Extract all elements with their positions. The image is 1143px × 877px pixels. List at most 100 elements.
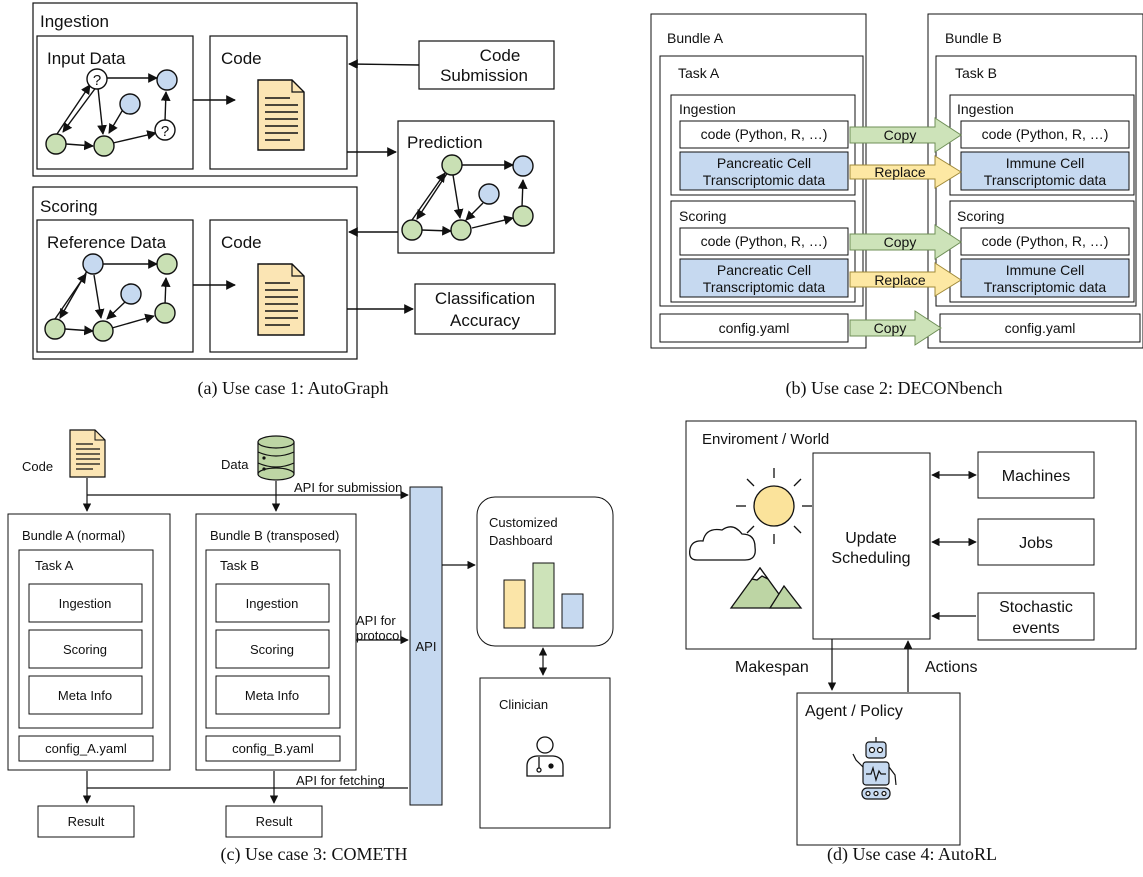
task-b-box-c: [205, 549, 341, 729]
code-label-2: Code: [221, 233, 262, 252]
immune-line1: Immune Cell: [1006, 262, 1085, 278]
copy-label: Copy: [884, 127, 917, 143]
ingestion-label: Ingestion: [59, 596, 112, 611]
task-a-box-c: [18, 549, 154, 729]
pancreatic-line2: Transcriptomic data: [703, 172, 826, 188]
meta-info-box-b-c: [215, 675, 330, 715]
scoring-label: Scoring: [63, 642, 107, 657]
task-b-label-c: Task B: [220, 558, 259, 573]
ingestion-a-label: Ingestion: [679, 101, 736, 117]
meta-info-label: Meta Info: [245, 688, 299, 703]
task-a-box: [659, 55, 864, 307]
task-a-label-c: Task A: [35, 558, 74, 573]
input-data-box: [36, 35, 194, 170]
prediction-box: [397, 120, 555, 254]
ingestion-b-label: Ingestion: [957, 101, 1014, 117]
jobs-label: Jobs: [1019, 535, 1053, 552]
api-label: API: [416, 639, 437, 654]
input-data-label: Input Data: [47, 49, 126, 68]
pancreatic-data-box-2: [679, 258, 849, 298]
ingestion-box-a-c: [28, 583, 143, 623]
panel-c: Code Data API for submission Bundle A (n…: [7, 429, 614, 865]
dashboard-bar-blue: [561, 593, 584, 629]
scoring-a-label: Scoring: [679, 208, 726, 224]
panel-a: Ingestion Input Data ? ? Code: [32, 2, 556, 399]
pancreatic-line1: Pancreatic Cell: [717, 262, 811, 278]
api-fetching-label: API for fetching: [296, 773, 385, 788]
copy-arrow-2: Copy: [849, 224, 962, 260]
code-doc-icon: [69, 429, 106, 478]
code-box-2: [209, 219, 348, 353]
prediction-graph: [401, 154, 534, 241]
code-label: code (Python, R, …): [701, 126, 828, 142]
result-label: Result: [256, 814, 293, 829]
bundle-b-label-c: Bundle B (transposed): [210, 528, 339, 543]
code-label: code (Python, R, …): [701, 233, 828, 249]
bundle-a-label-c: Bundle A (normal): [22, 528, 125, 543]
unknown-node: [86, 68, 108, 90]
result-box-b: [225, 805, 323, 838]
stochastic-line1: Stochastic: [999, 599, 1073, 616]
panel-b: Bundle A Task A Ingestion code (Python, …: [650, 13, 1143, 399]
scoring-title: Scoring: [40, 197, 98, 216]
pancreatic-line1: Pancreatic Cell: [717, 155, 811, 171]
code-label: code (Python, R, …): [982, 233, 1109, 249]
blue-node: [119, 93, 141, 115]
data-label-c: Data: [221, 457, 249, 472]
api-protocol-line2: protocol: [356, 628, 402, 643]
scoring-b-label: Scoring: [957, 208, 1004, 224]
code-submission-line2: Submission: [440, 66, 528, 85]
bundle-b-box-c: [195, 513, 357, 771]
task-a-label: Task A: [678, 65, 720, 81]
code-label: Code: [221, 49, 262, 68]
stochastic-line2: events: [1012, 620, 1059, 637]
update-line1: Update: [845, 530, 897, 547]
code-box-a1: [679, 120, 849, 149]
ingestion-box-b-c: [215, 583, 330, 623]
scoring-label: Scoring: [250, 642, 294, 657]
replace-label: Replace: [874, 164, 926, 180]
doctor-icon: [526, 736, 564, 777]
document-icon: [257, 263, 305, 336]
prediction-label: Prediction: [407, 133, 483, 152]
ingestion-b-box: [949, 94, 1135, 196]
code-submission-line1: Code: [480, 46, 521, 65]
classification-accuracy-box: [414, 283, 556, 335]
reference-data-box: [36, 219, 194, 353]
caption-a: (a) Use case 1: AutoGraph: [198, 378, 389, 399]
environment-label: Enviroment / World: [702, 431, 829, 448]
sun-icon: [736, 468, 812, 544]
result-box-a: [37, 805, 135, 838]
immune-data-box-1: [960, 151, 1130, 191]
api-bar: [409, 486, 443, 806]
ingestion-box: [32, 2, 358, 177]
machines-label: Machines: [1002, 468, 1070, 485]
bundle-a-label: Bundle A: [667, 30, 724, 46]
reference-data-graph: [44, 253, 178, 342]
replace-arrow-2: Replace: [849, 262, 962, 297]
green-node: [45, 133, 67, 155]
code-box-a2: [679, 227, 849, 256]
code-box-b1: [960, 120, 1130, 149]
replace-label: Replace: [874, 272, 926, 288]
copy-arrow-1: Copy: [849, 117, 962, 153]
copy-label: Copy: [874, 320, 907, 336]
code-label: code (Python, R, …): [982, 126, 1109, 142]
result-label: Result: [68, 814, 105, 829]
ingestion-a-box: [670, 94, 856, 196]
config-b-box-c: [205, 735, 341, 762]
replace-arrow-1: Replace: [849, 155, 962, 189]
scoring-box-a-c: [28, 629, 143, 669]
ingestion-label: Ingestion: [246, 596, 299, 611]
classification-line1: Classification: [435, 289, 535, 308]
classification-line2: Accuracy: [450, 311, 520, 330]
config-b-box: [939, 313, 1141, 343]
jobs-box: [977, 518, 1095, 566]
panel-d: Enviroment / World Update Scheduling Mac…: [685, 420, 1137, 865]
immune-line2: Transcriptomic data: [984, 172, 1107, 188]
dashboard-line2: Dashboard: [489, 533, 553, 548]
bundle-a-box-c: [7, 513, 171, 771]
dashboard-line1: Customized: [489, 515, 558, 530]
mountain-icon: [729, 566, 803, 609]
